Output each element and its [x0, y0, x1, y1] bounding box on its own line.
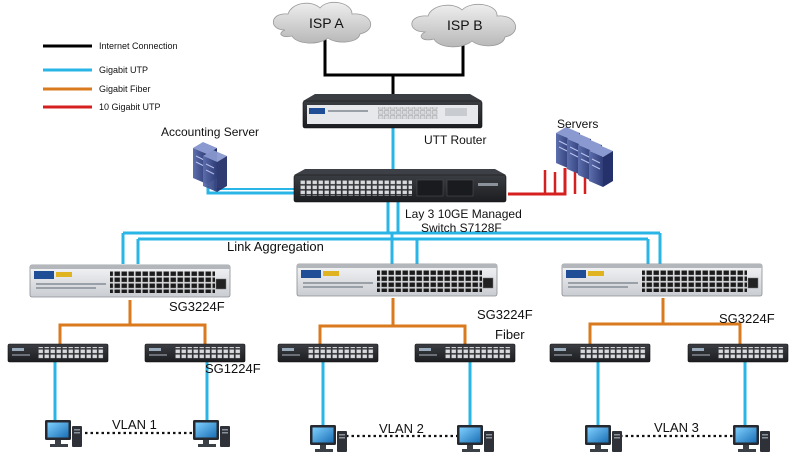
vlan-label-3: VLAN 3 — [654, 420, 699, 435]
legend-label-internet: Internet Connection — [99, 41, 178, 51]
accounting-server-icon — [192, 141, 228, 193]
pc-icon-vlan1-right — [193, 420, 230, 447]
pc-icon-vlan3-left — [585, 425, 622, 452]
access-switch-label: SG1224F — [205, 361, 261, 376]
access-switch-4 — [414, 343, 516, 363]
legend-item-gigabit-fiber: Gigabit Fiber — [43, 84, 151, 94]
cloud-icon-isp-a: ISP A — [272, 1, 372, 44]
aggregation-switch-left-label: SG3224F — [169, 299, 225, 314]
router-label: UTT Router — [424, 133, 486, 147]
legend-label-gigabit-fiber: Gigabit Fiber — [99, 84, 151, 94]
legend-item-10-gigabit: 10 Gigabit UTP — [43, 102, 161, 112]
legend-label-gigabit-utp: Gigabit UTP — [99, 65, 148, 75]
link-aggregation-label: Link Aggregation — [227, 239, 324, 254]
legend-label-10-gigabit: 10 Gigabit UTP — [99, 102, 161, 112]
connections — [53, 35, 747, 438]
core-switch-label-line2: Switch S7128F — [421, 221, 502, 235]
access-switch-6 — [687, 343, 789, 363]
aggregation-switch-right-label: SG3224F — [719, 311, 775, 326]
pc-icon-vlan1-left — [45, 420, 82, 447]
core-switch-icon — [293, 169, 507, 203]
vlan-label-2: VLAN 2 — [379, 421, 424, 436]
servers-label: Servers — [557, 117, 598, 131]
fiber-label: Fiber — [495, 327, 525, 342]
access-switch-5 — [549, 343, 651, 363]
access-switch-2 — [144, 343, 246, 363]
isp-a-label: ISP A — [309, 15, 344, 31]
legend-item-internet: Internet Connection — [43, 41, 178, 51]
isp-b-label: ISP B — [447, 17, 483, 33]
access-switch-3 — [277, 343, 379, 363]
pc-icon-vlan2-left — [310, 425, 347, 452]
legend: Internet Connection Gigabit UTP Gigabit … — [43, 41, 178, 112]
access-switch-1 — [7, 343, 109, 363]
pc-icon-vlan3-right — [733, 425, 770, 452]
router-icon — [302, 94, 483, 129]
accounting-server-label: Accounting Server — [161, 125, 259, 139]
pc-icon-vlan2-right — [457, 425, 494, 452]
aggregation-switch-left — [29, 264, 231, 298]
cloud-icon-isp-b: ISP B — [411, 3, 516, 48]
aggregation-switch-right — [561, 263, 763, 297]
vlan-label-1: VLAN 1 — [112, 417, 157, 432]
core-switch-label-line1: Lay 3 10GE Managed — [405, 207, 522, 221]
aggregation-switch-middle-label: SG3224F — [477, 307, 533, 322]
aggregation-switch-middle — [296, 263, 498, 297]
legend-item-gigabit-utp: Gigabit UTP — [43, 65, 148, 75]
